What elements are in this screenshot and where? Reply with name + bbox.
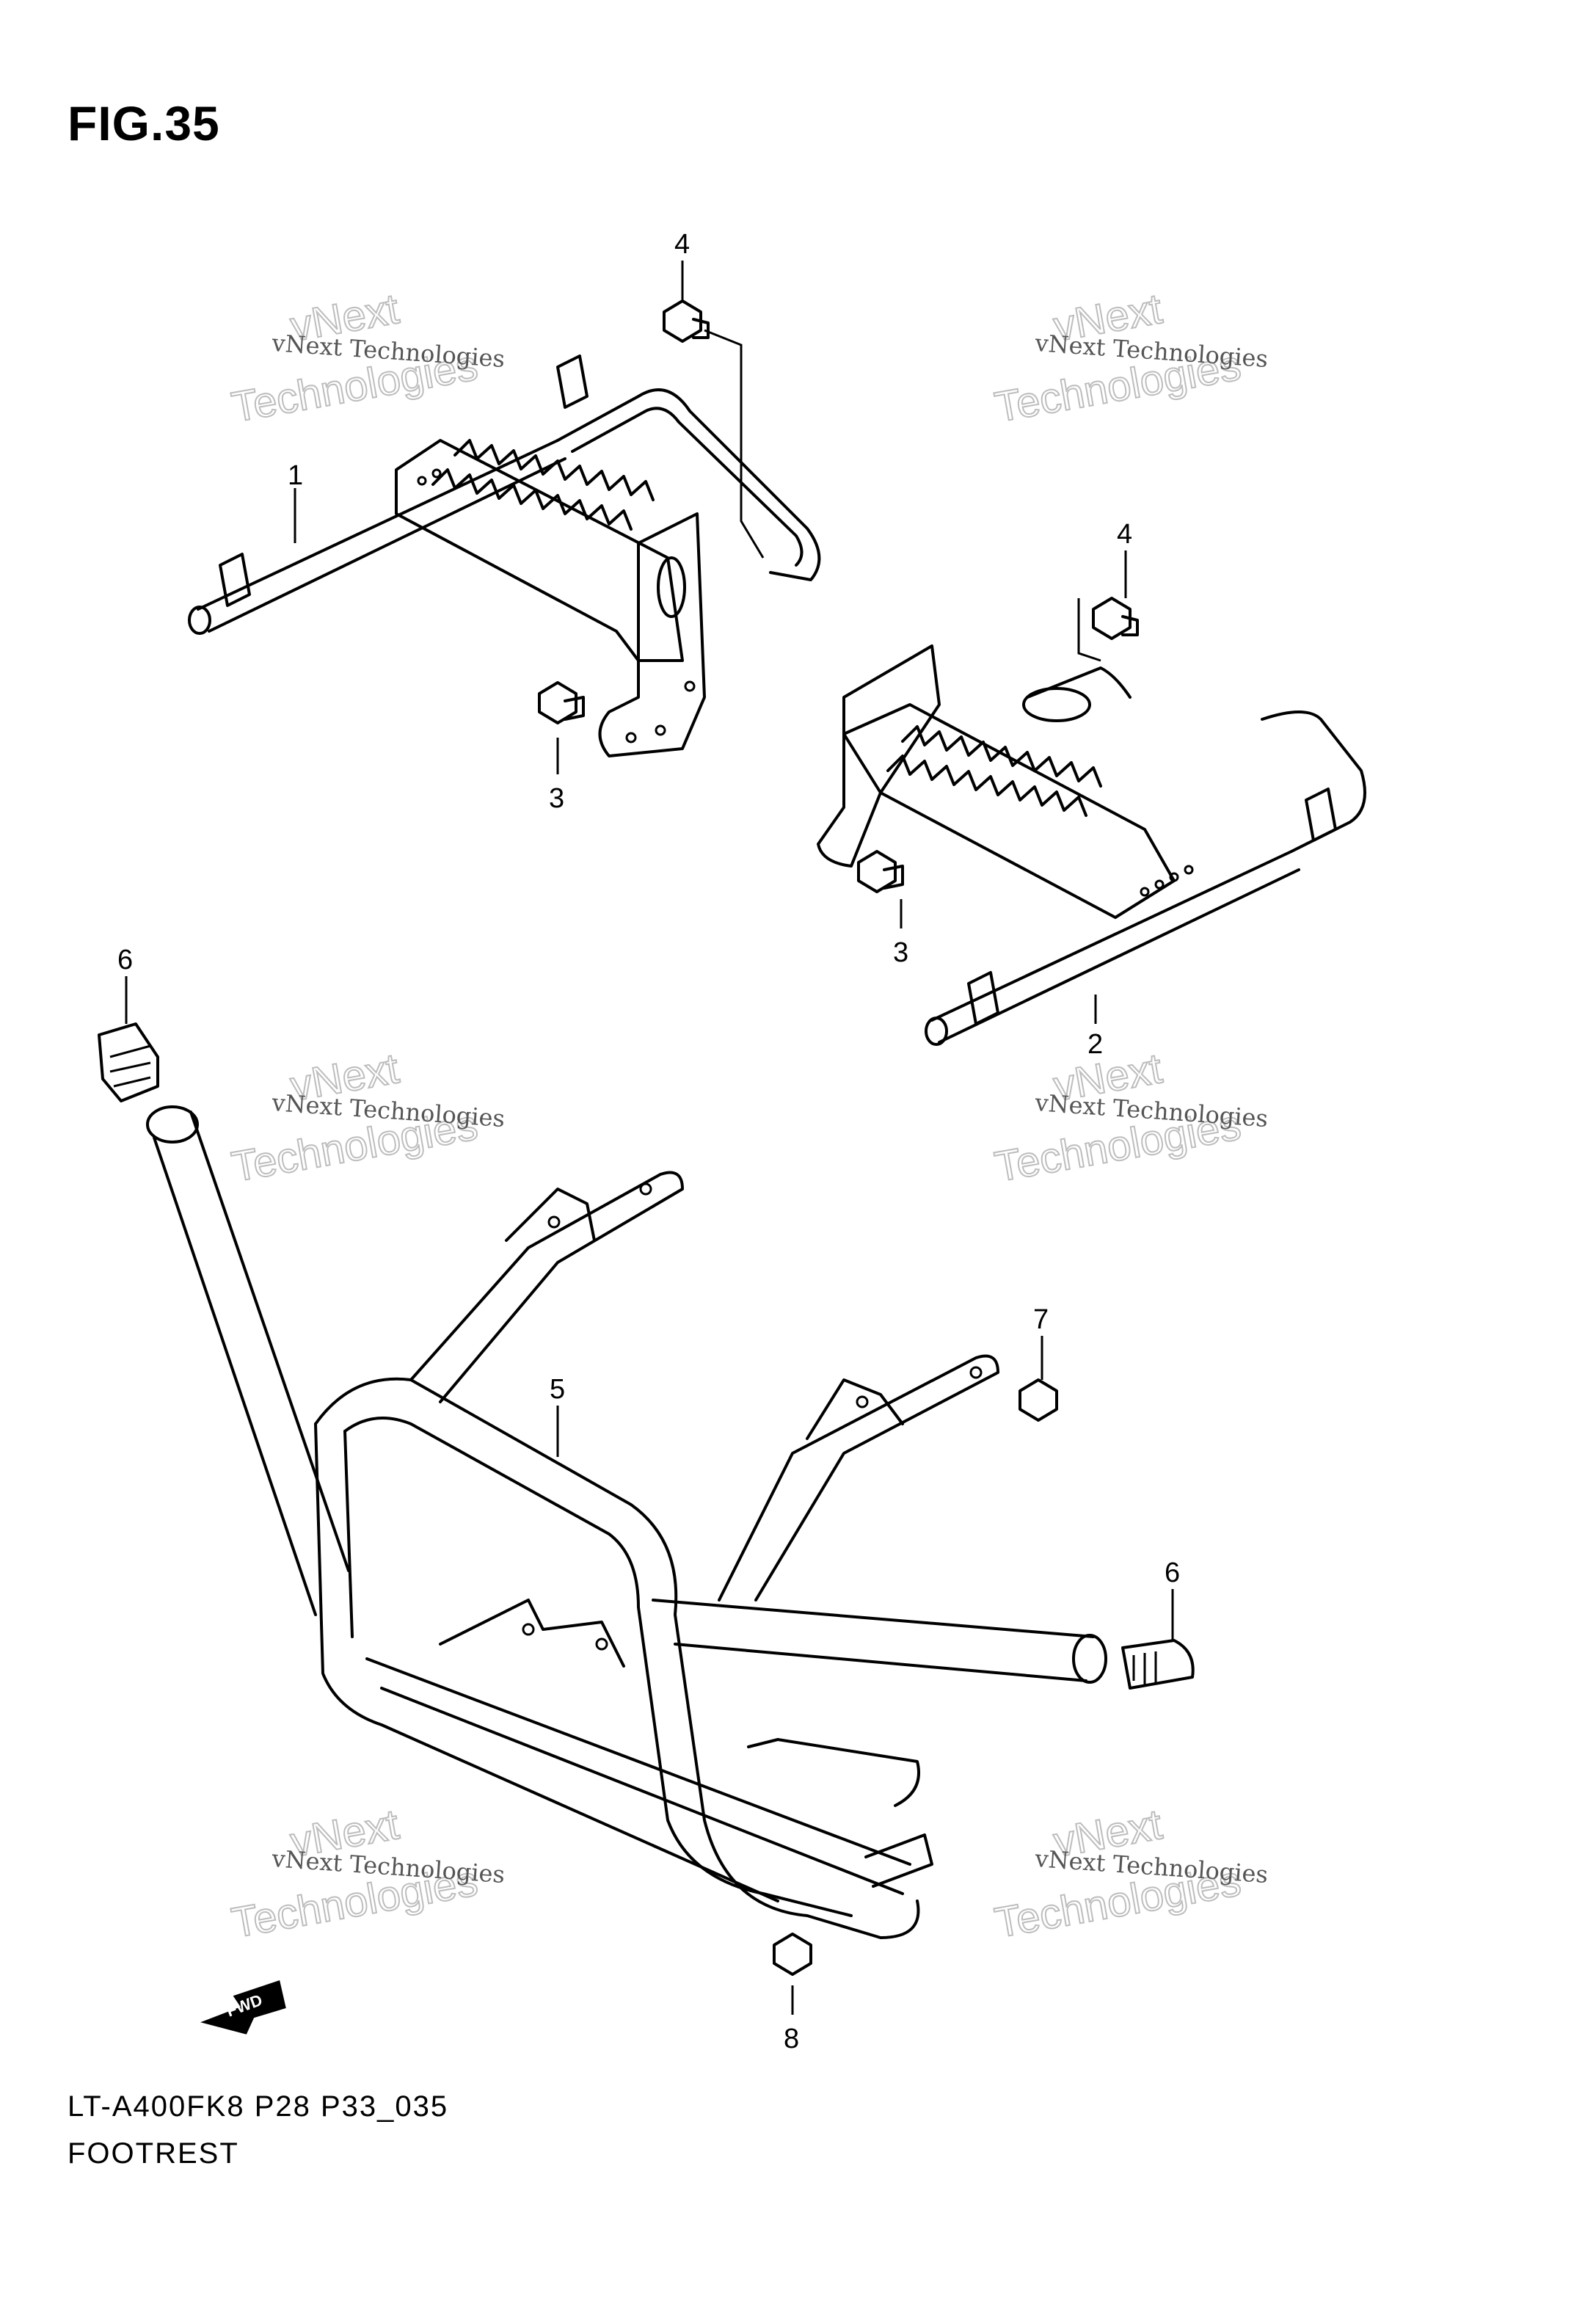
part-4-bolt-left bbox=[663, 299, 710, 343]
watermark-bottom-left: Technologies vNext vNext Technologies bbox=[227, 1800, 506, 1948]
watermark-bottom-right: Technologies vNext vNext Technologies bbox=[991, 1800, 1269, 1948]
part-7-bolt bbox=[1019, 1378, 1058, 1422]
callout-1: 1 bbox=[288, 460, 303, 491]
leader-lines bbox=[125, 261, 1174, 2015]
part-5-footrest-frame bbox=[146, 1105, 1107, 1939]
part-2-right-footrest bbox=[817, 644, 1366, 1046]
callout-4-left: 4 bbox=[674, 229, 690, 260]
callout-7: 7 bbox=[1033, 1304, 1049, 1335]
callout-5: 5 bbox=[550, 1374, 565, 1405]
callout-8: 8 bbox=[784, 2024, 799, 2054]
watermark-top-right: Technologies vNext vNext Technologies bbox=[991, 284, 1269, 432]
callout-3-left: 3 bbox=[549, 783, 564, 814]
callout-3-right: 3 bbox=[893, 937, 908, 968]
callout-6-left: 6 bbox=[117, 945, 133, 975]
callout-2: 2 bbox=[1087, 1029, 1103, 1060]
part-3-bolt-right bbox=[857, 850, 904, 893]
part-6-plug-right bbox=[1121, 1639, 1195, 1690]
watermark-middle-right: Technologies vNext vNext Technologies bbox=[991, 1044, 1269, 1192]
part-8-bolt bbox=[773, 1933, 812, 1976]
part-1-left-footrest bbox=[188, 355, 821, 757]
figure-title: FIG.35 bbox=[68, 96, 220, 150]
fwd-arrow-icon: FWD bbox=[200, 1980, 286, 2035]
callout-4-right: 4 bbox=[1117, 519, 1132, 550]
section-name: FOOTREST bbox=[68, 2137, 239, 2170]
watermark-top-left: Technologies vNext vNext Technologies bbox=[227, 284, 506, 432]
watermark-middle-left: Technologies vNext vNext Technologies bbox=[227, 1044, 506, 1192]
callout-6-right: 6 bbox=[1165, 1557, 1180, 1588]
part-6-plug-left bbox=[98, 1022, 159, 1102]
model-code: LT-A400FK8 P28 P33_035 bbox=[68, 2090, 449, 2123]
part-4-bolt-right bbox=[1092, 597, 1139, 640]
part-3-bolt-left bbox=[538, 681, 585, 724]
